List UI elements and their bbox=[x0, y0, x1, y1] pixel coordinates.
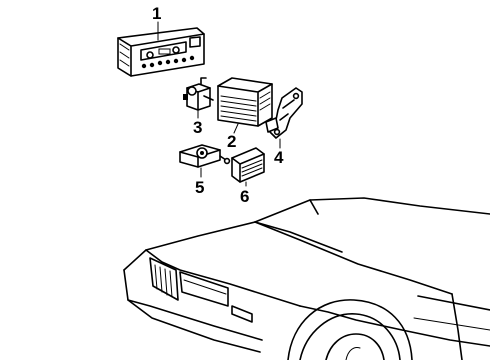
relay-module bbox=[231, 147, 265, 183]
callout-4: 4 bbox=[274, 148, 284, 167]
callout-1: 1 bbox=[152, 4, 161, 23]
callout-2: 2 bbox=[227, 132, 236, 151]
control-head-unit bbox=[117, 27, 205, 77]
sensor bbox=[179, 144, 231, 168]
callout-3: 3 bbox=[193, 118, 202, 137]
climate-control-module bbox=[217, 77, 273, 127]
vehicle-front-illustration bbox=[123, 197, 490, 360]
mounting-bracket bbox=[265, 87, 303, 139]
callout-6: 6 bbox=[240, 187, 249, 206]
callout-5: 5 bbox=[195, 178, 204, 197]
leader-line-2 bbox=[233, 123, 239, 134]
actuator bbox=[183, 77, 214, 111]
